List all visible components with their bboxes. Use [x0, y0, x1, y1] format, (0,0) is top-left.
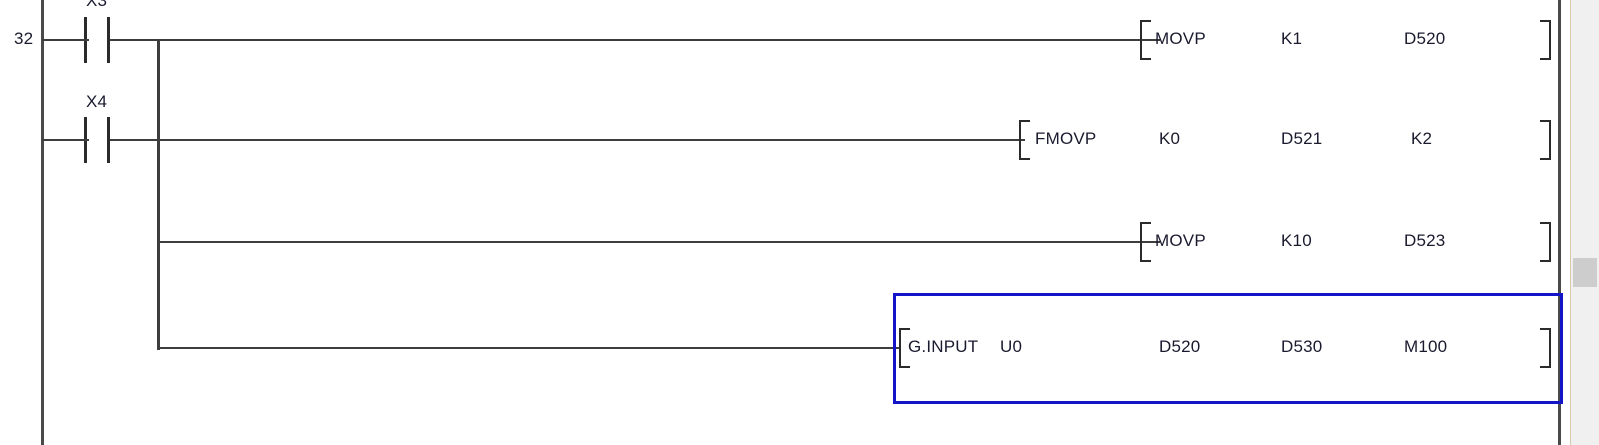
rung-wire-row2-left: [42, 139, 77, 141]
rung-wire-row4: [157, 347, 900, 349]
instruction-operand-movp-2-1[interactable]: D523: [1404, 231, 1446, 250]
rung-wire-row1-right: [110, 39, 1160, 41]
instruction-operand-movp-2-0[interactable]: K10: [1281, 231, 1312, 250]
instruction-operand-movp-1-1[interactable]: D520: [1404, 29, 1446, 48]
step-number: 32: [14, 29, 34, 48]
instruction-operand-ginput-1-1[interactable]: D520: [1159, 337, 1201, 356]
instruction-operand-movp-1-0[interactable]: K1: [1281, 29, 1303, 48]
instruction-mnemonic-fmovp-1[interactable]: FMOVP: [1035, 129, 1097, 148]
rung-wire-row1-left: [42, 39, 77, 41]
rung-wire-row2-contact-in: [77, 139, 89, 141]
instruction-mnemonic-movp-1[interactable]: MOVP: [1155, 29, 1206, 48]
left-power-rail: [41, 0, 44, 445]
contact-bar-right: [107, 17, 110, 63]
instruction-bracket-open-movp-1: [1140, 20, 1151, 60]
instruction-operand-ginput-1-2[interactable]: D530: [1281, 337, 1323, 356]
selected-instruction-highlight[interactable]: [893, 293, 1563, 404]
instruction-bracket-open-ginput-1: [899, 328, 910, 368]
vertical-scrollbar[interactable]: [1570, 0, 1599, 445]
vertical-scrollbar-thumb[interactable]: [1573, 258, 1597, 287]
instruction-mnemonic-ginput-1[interactable]: G.INPUT: [908, 337, 979, 356]
instruction-bracket-open-fmovp-1: [1019, 120, 1030, 160]
instruction-bracket-close-fmovp-1: [1540, 120, 1551, 160]
instruction-operand-fmovp-1-0[interactable]: K0: [1159, 129, 1181, 148]
instruction-bracket-open-movp-2: [1140, 222, 1151, 262]
rung-wire-row3: [157, 241, 1160, 243]
ladder-diagram-canvas[interactable]: 32 X3 MOVP K1 D520 X4 FMOVP K0 D521 K2: [0, 0, 1567, 445]
instruction-operand-ginput-1-3[interactable]: M100: [1404, 337, 1448, 356]
instruction-mnemonic-movp-2[interactable]: MOVP: [1155, 231, 1206, 250]
right-power-rail: [1558, 0, 1561, 445]
instruction-operand-fmovp-1-2[interactable]: K2: [1411, 129, 1433, 148]
rung-wire-row1-contact-in: [77, 39, 89, 41]
instruction-operand-ginput-1-0[interactable]: U0: [1000, 337, 1023, 356]
rung-wire-row2-right: [110, 139, 1025, 141]
instruction-bracket-close-ginput-1: [1540, 328, 1551, 368]
contact-label-x4: X4: [86, 92, 108, 111]
contact-label-x3: X3: [86, 0, 108, 10]
branch-vertical-wire: [157, 39, 160, 350]
instruction-bracket-close-movp-1: [1540, 20, 1551, 60]
instruction-bracket-close-movp-2: [1540, 222, 1551, 262]
instruction-operand-fmovp-1-1[interactable]: D521: [1281, 129, 1323, 148]
contact-bar-right: [107, 117, 110, 163]
